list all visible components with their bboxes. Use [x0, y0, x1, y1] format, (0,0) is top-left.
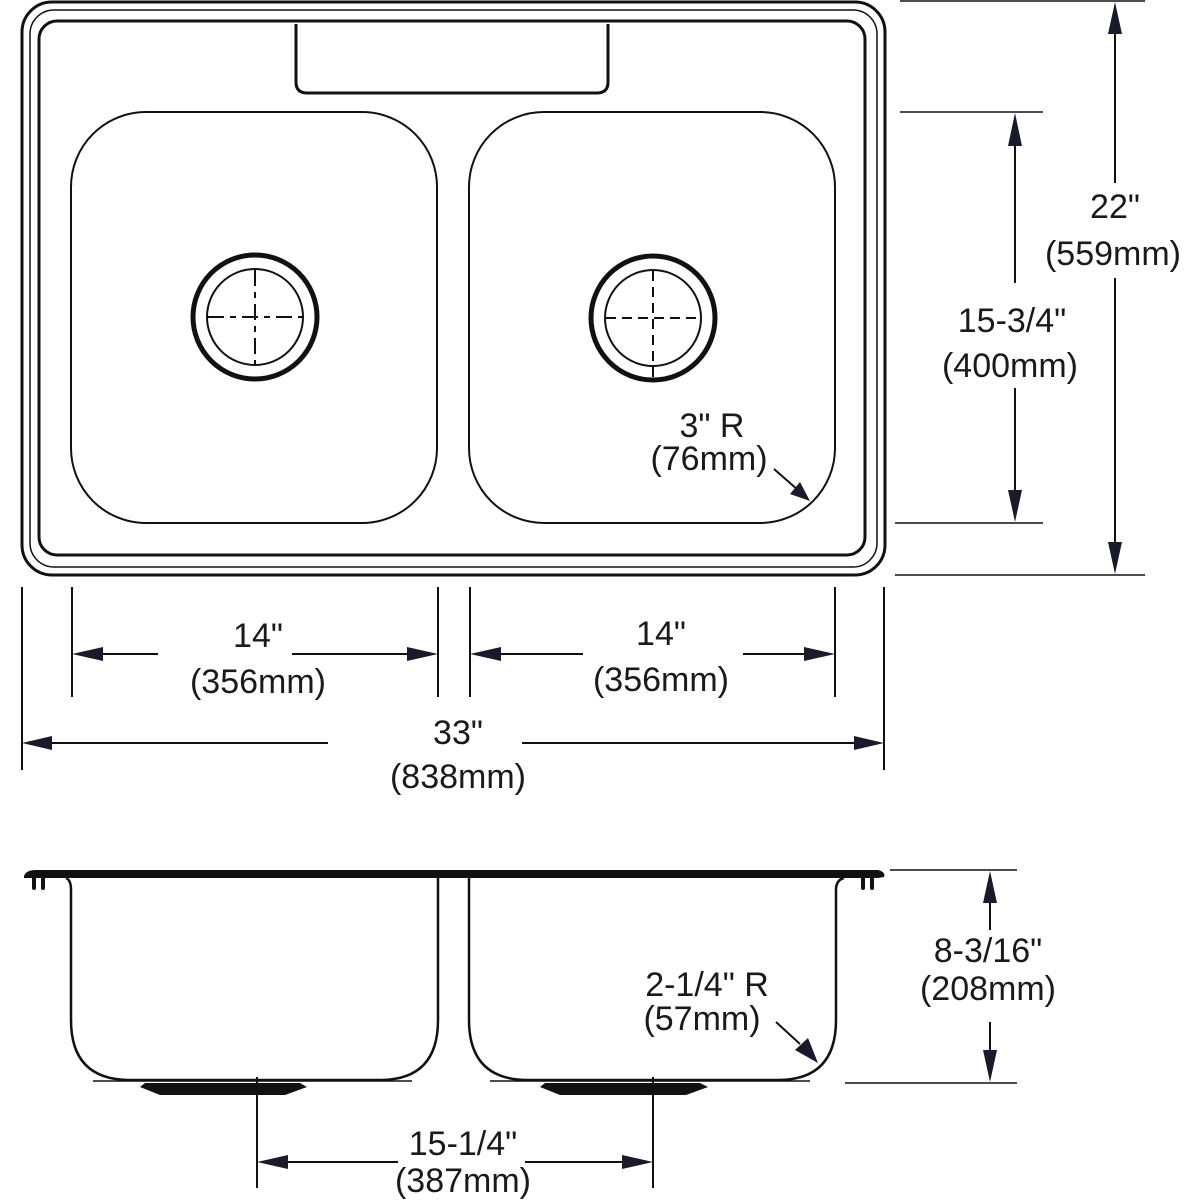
deck-edge — [37, 19, 867, 557]
left-bowl-profile — [65, 876, 440, 1082]
right-bowl-width-metric: (356mm) — [593, 661, 729, 699]
left-bowl-width-metric: (356mm) — [190, 663, 326, 701]
mounting-clip-right-icon — [861, 876, 874, 890]
drain-spacing-metric: (387mm) — [395, 1162, 531, 1200]
faucet-ledge — [294, 24, 610, 95]
bowl-height-dimension: 8-3/16" (208mm) — [845, 869, 1056, 1084]
outer-rim — [20, 0, 887, 577]
right-bowl — [468, 111, 836, 524]
bowl-depth-dimension: 15-3/4" (400mm) — [895, 111, 1078, 524]
drain-spacing-imperial: 15-1/4" — [409, 1125, 517, 1163]
flange — [24, 870, 885, 878]
outer-rim-inner — [29, 9, 878, 568]
left-bowl-width-imperial: 14" — [233, 617, 283, 655]
left-drain-flange — [140, 1083, 307, 1095]
overall-width-imperial: 33" — [433, 714, 483, 752]
corner-radius-callout: 3" R (76mm) — [650, 407, 810, 501]
top-view: 3" R (76mm) 22" (559mm) 15-3/4" (400mm) — [20, 0, 1181, 796]
right-drain-icon — [588, 253, 718, 383]
corner-radius-metric: (76mm) — [650, 440, 767, 478]
overall-width-metric: (838mm) — [390, 758, 526, 796]
bowl-depth-imperial: 15-3/4" — [958, 302, 1066, 340]
left-drain-icon — [190, 252, 320, 382]
bottom-radius-imperial: 2-1/4" R — [645, 966, 769, 1004]
side-view: 2-1/4" R (57mm) 8-3/16" (208mm) 15-1/4" … — [24, 869, 1056, 1200]
right-bowl-profile — [467, 876, 845, 1082]
overall-depth-dimension: 22" (559mm) — [895, 0, 1181, 576]
bowl-height-metric: (208mm) — [920, 970, 1056, 1008]
bowl-height-imperial: 8-3/16" — [934, 932, 1042, 970]
bowl-depth-metric: (400mm) — [942, 347, 1078, 385]
mounting-clip-left-icon — [32, 876, 45, 890]
corner-radius-imperial: 3" R — [680, 407, 745, 445]
drain-spacing-dimension: 15-1/4" (387mm) — [256, 1077, 654, 1200]
overall-depth-imperial: 22" — [1090, 188, 1140, 226]
bottom-radius-callout: 2-1/4" R (57mm) — [643, 966, 818, 1063]
right-bowl-width-imperial: 14" — [636, 615, 686, 653]
bowl-width-dimensions: 14" (356mm) 14" (356mm) 33" (838mm) — [21, 587, 885, 796]
right-drain-flange — [540, 1083, 708, 1095]
left-bowl — [70, 111, 438, 524]
overall-depth-metric: (559mm) — [1045, 235, 1181, 273]
bottom-radius-metric: (57mm) — [643, 1000, 760, 1038]
